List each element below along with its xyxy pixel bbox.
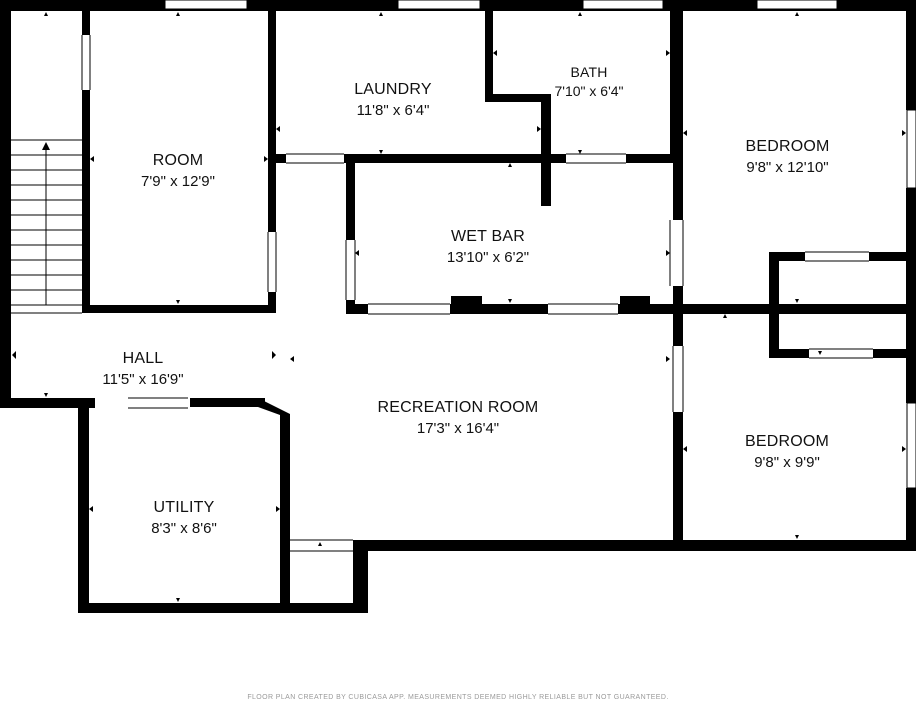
wall-laundry-bottom (268, 154, 678, 163)
room-label-recreation: RECREATION ROOM 17'3" x 16'4" (368, 397, 548, 439)
wet-bar-dims: 13'10" x 6'2" (446, 248, 530, 266)
wet-bar-name: WET BAR (450, 228, 525, 245)
wall-utility-corner (258, 398, 290, 424)
door-utility (128, 398, 188, 408)
utility-name: UTILITY (153, 499, 215, 516)
door-room-stairs (82, 35, 90, 90)
bedroom-1-dims: 9'8" x 12'10" (746, 158, 829, 176)
room-label-wet-bar: WET BAR 13'10" x 6'2" (413, 226, 563, 268)
room-label-bedroom-2: BEDROOM 9'8" x 9'9" (722, 431, 852, 473)
footer-disclaimer: FLOOR PLAN CREATED BY CUBICASA APP. MEAS… (247, 694, 669, 701)
wall-bottom-main (353, 540, 916, 551)
utility-dims: 8'3" x 8'6" (151, 519, 217, 537)
stair-arrow-icon (42, 142, 50, 150)
wall-utility-left (78, 398, 89, 613)
door-wetbar-b2 (548, 304, 618, 314)
opening-edges (81, 35, 873, 552)
wall-utility-bottom (78, 603, 368, 613)
wetbar-block-b (620, 296, 650, 314)
window-top-3 (582, 0, 664, 10)
door-bath (566, 154, 626, 163)
stairs (11, 139, 82, 314)
wall-closet-box-left (769, 252, 779, 358)
bedroom-2-name: BEDROOM (744, 433, 830, 450)
wall-closet-right (353, 540, 368, 613)
door-bedroom2 (673, 346, 683, 412)
room-label-bath: BATH 7'10" x 6'4" (539, 63, 639, 101)
bedroom-1-name: BEDROOM (745, 138, 830, 155)
door-laundry (286, 154, 344, 163)
window-right-2 (906, 402, 916, 489)
window-top-1 (164, 0, 248, 10)
room-name: ROOM (152, 152, 204, 169)
wall-right-lower (906, 488, 916, 551)
dimension-ticks (12, 12, 906, 602)
wall-bath-notch (485, 94, 549, 102)
recreation-name: RECREATION ROOM (377, 399, 539, 416)
room-label-hall: HALL 11'5" x 16'9" (78, 348, 208, 390)
door-wetbar-b1 (368, 304, 450, 314)
wall-right-mid (906, 188, 916, 403)
room-label-bedroom-1: BEDROOM 9'8" x 12'10" (720, 136, 855, 178)
door-wetbar-left (346, 240, 355, 300)
recreation-dims: 17'3" x 16'4" (416, 419, 500, 437)
wetbar-block-a (451, 296, 482, 314)
bedroom-2-dims: 9'8" x 9'9" (754, 453, 820, 471)
window-right-1 (906, 109, 916, 189)
door-room-hall (268, 232, 276, 292)
room-label-laundry: LAUNDRY 11'8" x 6'4" (323, 79, 463, 121)
wall-wetbar-left (346, 154, 355, 313)
wall-utility-top (190, 398, 265, 407)
hall-dims: 11'5" x 16'9" (102, 370, 184, 388)
hall-name: HALL (122, 350, 164, 367)
wall-right-upper (906, 0, 916, 110)
room-dims: 7'9" x 12'9" (141, 172, 215, 190)
door-wetbar-right (670, 220, 683, 286)
wall-bath-left (485, 0, 493, 102)
wall-hall-bottom (0, 398, 95, 408)
wall-room-left (82, 0, 90, 313)
laundry-name: LAUNDRY (354, 81, 432, 98)
wall-room-bottom (82, 305, 276, 313)
wall-left (0, 0, 11, 408)
bath-dims: 7'10" x 6'4" (554, 82, 624, 99)
closet-bottom-opening (809, 349, 873, 358)
window-top-4 (756, 0, 838, 10)
room-label-room: ROOM 7'9" x 12'9" (118, 150, 238, 192)
bath-name: BATH (570, 64, 608, 80)
wall-utility-right (280, 414, 290, 613)
laundry-dims: 11'8" x 6'4" (356, 101, 430, 119)
room-label-utility: UTILITY 8'3" x 8'6" (124, 497, 244, 539)
wall-bath-inner (541, 94, 551, 206)
window-top-2 (397, 0, 481, 10)
closet-top-opening (805, 252, 869, 261)
